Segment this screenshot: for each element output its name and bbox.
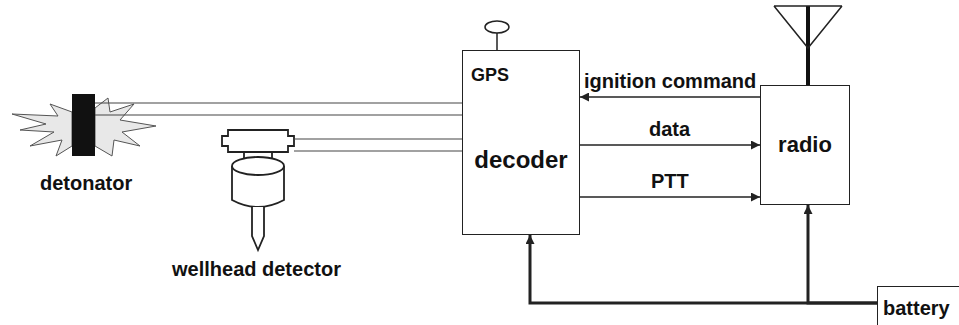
box-label: decoder (474, 146, 567, 174)
signal-arrow (580, 144, 760, 146)
signal-name: PTT (649, 170, 691, 192)
block-box: GPS decoder (462, 50, 580, 235)
explosion-burst (12, 104, 72, 156)
detector-ring (232, 157, 284, 175)
detector-spike (252, 207, 264, 250)
signal-name: data (647, 118, 692, 140)
detonator-body (72, 94, 95, 156)
detector-neck (271, 152, 273, 158)
signal-arrow (580, 196, 760, 198)
box-label: GPS (471, 65, 509, 86)
block-box: radio (760, 85, 850, 205)
signal-arrow (808, 205, 877, 303)
signal-arrow (530, 235, 877, 303)
signal-name: ignition command (582, 70, 758, 92)
wire (95, 114, 462, 115)
detector-neck (243, 152, 245, 158)
box-label: radio (778, 132, 832, 157)
part-name: detonator (40, 172, 132, 194)
wire (294, 138, 462, 139)
box-label: battery (883, 297, 950, 320)
radio-antenna (774, 6, 842, 48)
part-name: wellhead detector (172, 258, 341, 280)
wire (95, 102, 462, 103)
gps-antenna-stem (496, 33, 498, 50)
gps-antenna (485, 21, 509, 33)
signal-arrow (580, 96, 760, 98)
detector-cap (222, 130, 294, 152)
block-box: battery (877, 286, 959, 325)
wire (294, 150, 462, 151)
explosion-burst (95, 98, 156, 156)
